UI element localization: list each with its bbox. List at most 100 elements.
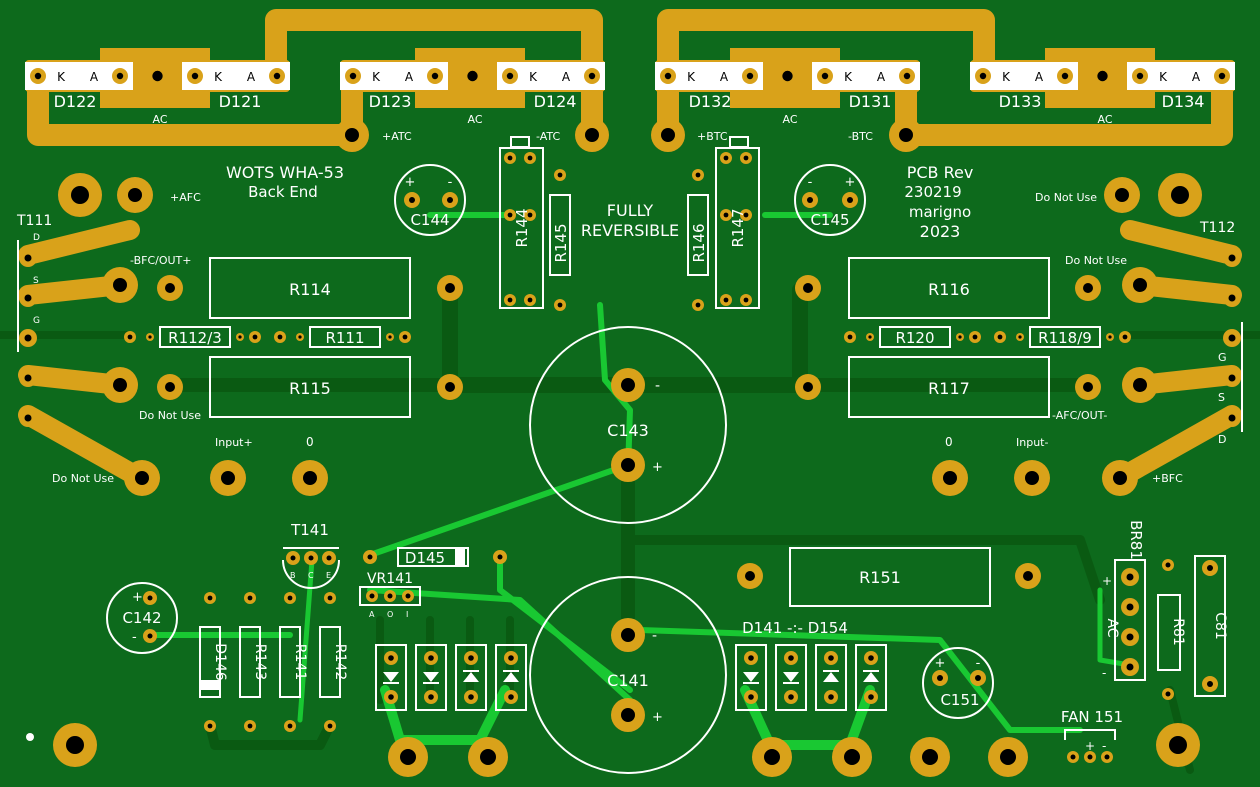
c142-label: C142 — [122, 609, 161, 627]
input-neg-label: Input- — [1016, 436, 1048, 449]
br81 — [1114, 559, 1146, 681]
r145-label: R145 — [552, 223, 570, 262]
diode-symbol — [423, 672, 439, 682]
r1189-label: R118/9 — [1038, 329, 1092, 347]
r81 — [1157, 559, 1181, 700]
fan-label: FAN 151 — [1061, 708, 1123, 726]
diode-label-d131: D131 — [849, 92, 892, 111]
rectifier-diode-2 — [415, 644, 447, 711]
diode-pin-a: A — [90, 70, 99, 84]
ac-label-2: AC — [467, 113, 482, 126]
vr141-label: VR141 — [367, 571, 413, 587]
diode-symbol — [783, 672, 799, 682]
c81-label: C81 — [1212, 612, 1228, 640]
rectifier-diode-1 — [375, 644, 407, 711]
diode-symbol — [463, 672, 479, 682]
reversible-label: REVERSIBLE — [581, 221, 679, 240]
small-resistor-pads — [124, 331, 1131, 343]
ac-label-3: AC — [782, 113, 797, 126]
c143-minus: - — [655, 378, 660, 394]
c141 — [529, 576, 727, 774]
rectifier-diode-5 — [735, 644, 767, 711]
diode-pin-k: K — [687, 70, 696, 84]
diode-pin-a: A — [1192, 70, 1201, 84]
diode-symbol — [823, 672, 839, 682]
rev-number: 230219 — [904, 183, 961, 201]
fully-label: FULLY — [607, 201, 654, 220]
r151 — [737, 547, 1041, 607]
c151-plus: + — [935, 656, 946, 671]
c141-label: C141 — [607, 671, 649, 690]
vr141 — [359, 586, 421, 606]
diode-pin-k: K — [529, 70, 538, 84]
zero-right-label: 0 — [945, 435, 953, 449]
t112-pin-d: D — [1218, 433, 1226, 446]
diode-pin-k: K — [372, 70, 381, 84]
br81-minus: - — [1102, 666, 1106, 680]
c143-label: C143 — [607, 421, 649, 440]
t111-pin-s: S — [33, 276, 39, 286]
c141-minus: - — [652, 628, 657, 644]
d146-label: D146 — [212, 643, 228, 681]
zero-left-label: 0 — [306, 435, 314, 449]
year: 2023 — [920, 222, 961, 241]
board-subtitle: Back End — [248, 183, 318, 201]
ac-label-4: AC — [1097, 113, 1112, 126]
diode-array-label: D141 -:- D154 — [742, 619, 848, 637]
btc-pos-label: +BTC — [697, 130, 728, 143]
fan151 — [1064, 729, 1116, 763]
c145 — [794, 164, 866, 236]
dnu-label-4: Do Not Use — [1065, 254, 1127, 267]
diode-symbol — [503, 672, 519, 682]
diode-pin-k: K — [844, 70, 853, 84]
diode-block-d122: K A D122 — [25, 62, 171, 111]
c144-minus: - — [448, 175, 453, 190]
r144-label: R144 — [513, 208, 531, 247]
diode-symbol — [383, 672, 399, 682]
t112 — [1223, 249, 1243, 432]
supply-pads — [335, 118, 923, 152]
t141 — [282, 547, 340, 589]
diode-label-d133: D133 — [999, 92, 1042, 111]
rectifier-diode-6 — [775, 644, 807, 711]
vr-pin-i: I — [406, 610, 408, 619]
c142 — [106, 582, 178, 654]
diode-pin-a: A — [720, 70, 729, 84]
ac-label-1: AC — [152, 113, 167, 126]
t141-pin-c: C — [308, 571, 314, 580]
diode-pin-a: A — [562, 70, 571, 84]
vertical-resistors-top — [499, 136, 760, 309]
c144-plus: + — [405, 175, 416, 190]
diode-label-d124: D124 — [534, 92, 577, 111]
br81-ac-label: AC — [1104, 618, 1120, 637]
btc-neg-label: -BTC — [848, 130, 873, 143]
diode-pin-k: K — [214, 70, 223, 84]
afc-out-label: -AFC/OUT- — [1052, 409, 1107, 422]
r142-label: R142 — [332, 644, 348, 680]
rectifier-diodes — [375, 644, 887, 711]
r143-label: R143 — [252, 644, 268, 680]
t111-pin-g: G — [33, 316, 40, 326]
c151-label: C151 — [940, 691, 979, 709]
small-resistor-row — [159, 326, 1101, 348]
d145-label: D145 — [405, 549, 445, 567]
c144 — [394, 164, 466, 236]
input-pos-label: Input+ — [215, 436, 253, 449]
br81-plus: + — [1102, 574, 1112, 588]
r120-label: R120 — [895, 329, 934, 347]
r116-label: R116 — [928, 280, 970, 299]
power-resistors — [157, 257, 1101, 418]
c142-plus: + — [132, 590, 143, 605]
bfc-out-label: -BFC/OUT+ — [130, 254, 191, 267]
fan-plus: + — [1085, 739, 1095, 753]
diode-pin-k: K — [57, 70, 66, 84]
r146-label: R146 — [690, 223, 708, 262]
diode-label-d121: D121 — [219, 92, 262, 111]
vertical-resistor-pads — [504, 152, 752, 311]
diode-label-d122: D122 — [54, 92, 97, 111]
r1123-label: R112/3 — [168, 329, 222, 347]
